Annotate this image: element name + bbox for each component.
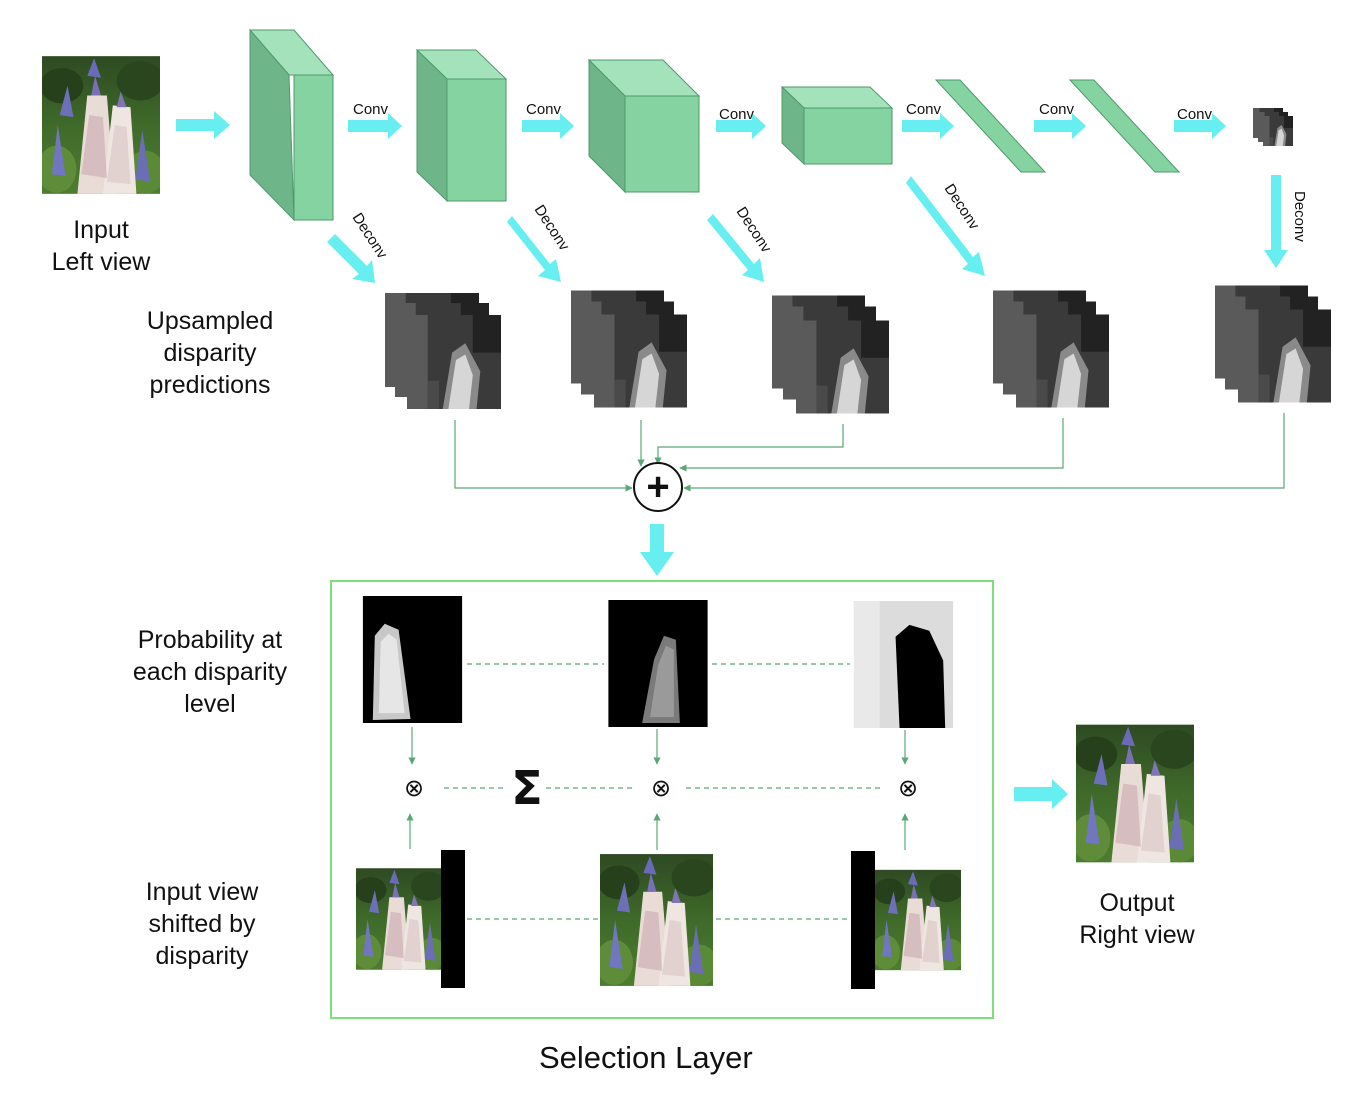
probability-map-3 — [853, 601, 954, 728]
deconv-arrow-2 — [507, 216, 561, 282]
prediction-stack-1 — [385, 293, 501, 409]
probability-label: Probability at each disparity level — [110, 624, 310, 720]
probability-label-line-1: Probability at — [137, 626, 283, 654]
probability-label-line-3: level — [184, 690, 236, 718]
output-label-line-1: Output — [1099, 889, 1175, 917]
conv-label-2: Conv — [526, 101, 562, 118]
conv-labels: Conv Conv Conv Conv Conv Conv — [353, 101, 1213, 123]
shifted-label-line-2: shifted by — [148, 910, 256, 938]
multiply-node-1: ⊗ — [404, 774, 424, 802]
deconv-arrows — [327, 175, 1288, 283]
conv-arrow-1 — [348, 113, 402, 139]
multiply-node-3: ⊗ — [898, 774, 918, 802]
prediction-stack-5 — [1215, 285, 1331, 403]
conv-arrow-6 — [1174, 113, 1226, 139]
deconv-label-2: Deconv — [531, 202, 573, 254]
prediction-connectors — [454, 413, 1285, 492]
deconv-arrow-3 — [707, 214, 764, 282]
prediction-stack-2 — [571, 290, 687, 408]
multiply-node-2: ⊗ — [651, 774, 671, 802]
upsampled-predictions-label: Upsampled disparity predictions — [118, 305, 302, 401]
output-arrow — [1014, 779, 1068, 809]
input-left-view-label: Input Left view — [20, 214, 182, 278]
shifted-view-label: Input view shifted by disparity — [112, 876, 292, 972]
probability-label-line-2: each disparity — [132, 658, 288, 686]
encoder-block-6 — [1068, 79, 1181, 173]
dashed-links — [444, 663, 882, 920]
conv-label-3: Conv — [719, 106, 755, 123]
input-arrow — [176, 111, 230, 139]
conv-label-4: Conv — [906, 101, 942, 118]
encoder-block-4 — [780, 85, 894, 166]
selection-layer-title: Selection Layer — [539, 1040, 753, 1075]
conv-arrow-3 — [716, 113, 766, 139]
input-label-line-2: Left view — [51, 248, 151, 276]
multiply-connectors — [406, 727, 909, 850]
shifted-view-1 — [356, 850, 465, 988]
encoder-block-5 — [934, 79, 1047, 173]
prediction-stack-3 — [772, 295, 889, 414]
encoder-block-2 — [415, 48, 508, 203]
selection-layer-box — [330, 580, 994, 1019]
summation-symbol: Σ — [511, 761, 542, 815]
output-right-view-label: Output Right view — [1054, 887, 1220, 951]
bottleneck-prediction-thumbnail — [1253, 108, 1293, 146]
conv-arrows — [176, 111, 1226, 139]
encoder-block-3 — [587, 58, 701, 194]
sum-node: + — [633, 462, 683, 512]
upsampled-label-line-1: Upsampled — [146, 307, 274, 335]
deconv-arrow-5 — [1264, 175, 1288, 268]
input-left-view-image — [42, 56, 160, 194]
upsampled-label-line-2: disparity — [163, 339, 257, 367]
encoder-block-1 — [248, 28, 335, 222]
shifted-label-line-1: Input view — [145, 878, 259, 906]
deconv-label-5: Deconv — [1291, 191, 1308, 242]
conv-arrow-4 — [902, 113, 954, 139]
input-label-line-1: Input — [73, 216, 129, 244]
upsampled-label-line-3: predictions — [149, 371, 271, 399]
sum-node-symbol: + — [646, 465, 669, 509]
shifted-view-2 — [600, 854, 713, 986]
shifted-view-3 — [851, 851, 961, 989]
conv-label-5: Conv — [1039, 101, 1075, 118]
conv-label-6: Conv — [1177, 106, 1213, 123]
shifted-label-line-3: disparity — [155, 942, 249, 970]
output-label-line-2: Right view — [1079, 921, 1195, 949]
deconv-arrow-4 — [906, 176, 985, 276]
prediction-stack-4 — [993, 290, 1109, 408]
multiply-nodes: ⊗ ⊗ ⊗ — [404, 774, 918, 802]
deconv-arrow-1 — [327, 234, 375, 283]
conv-arrow-5 — [1034, 113, 1086, 139]
conv-label-1: Conv — [353, 101, 389, 118]
probability-map-2 — [608, 600, 708, 727]
selection-input-arrow — [640, 524, 674, 576]
conv-arrow-2 — [522, 113, 574, 139]
probability-map-1 — [362, 596, 463, 723]
output-right-view-image — [1076, 724, 1194, 863]
